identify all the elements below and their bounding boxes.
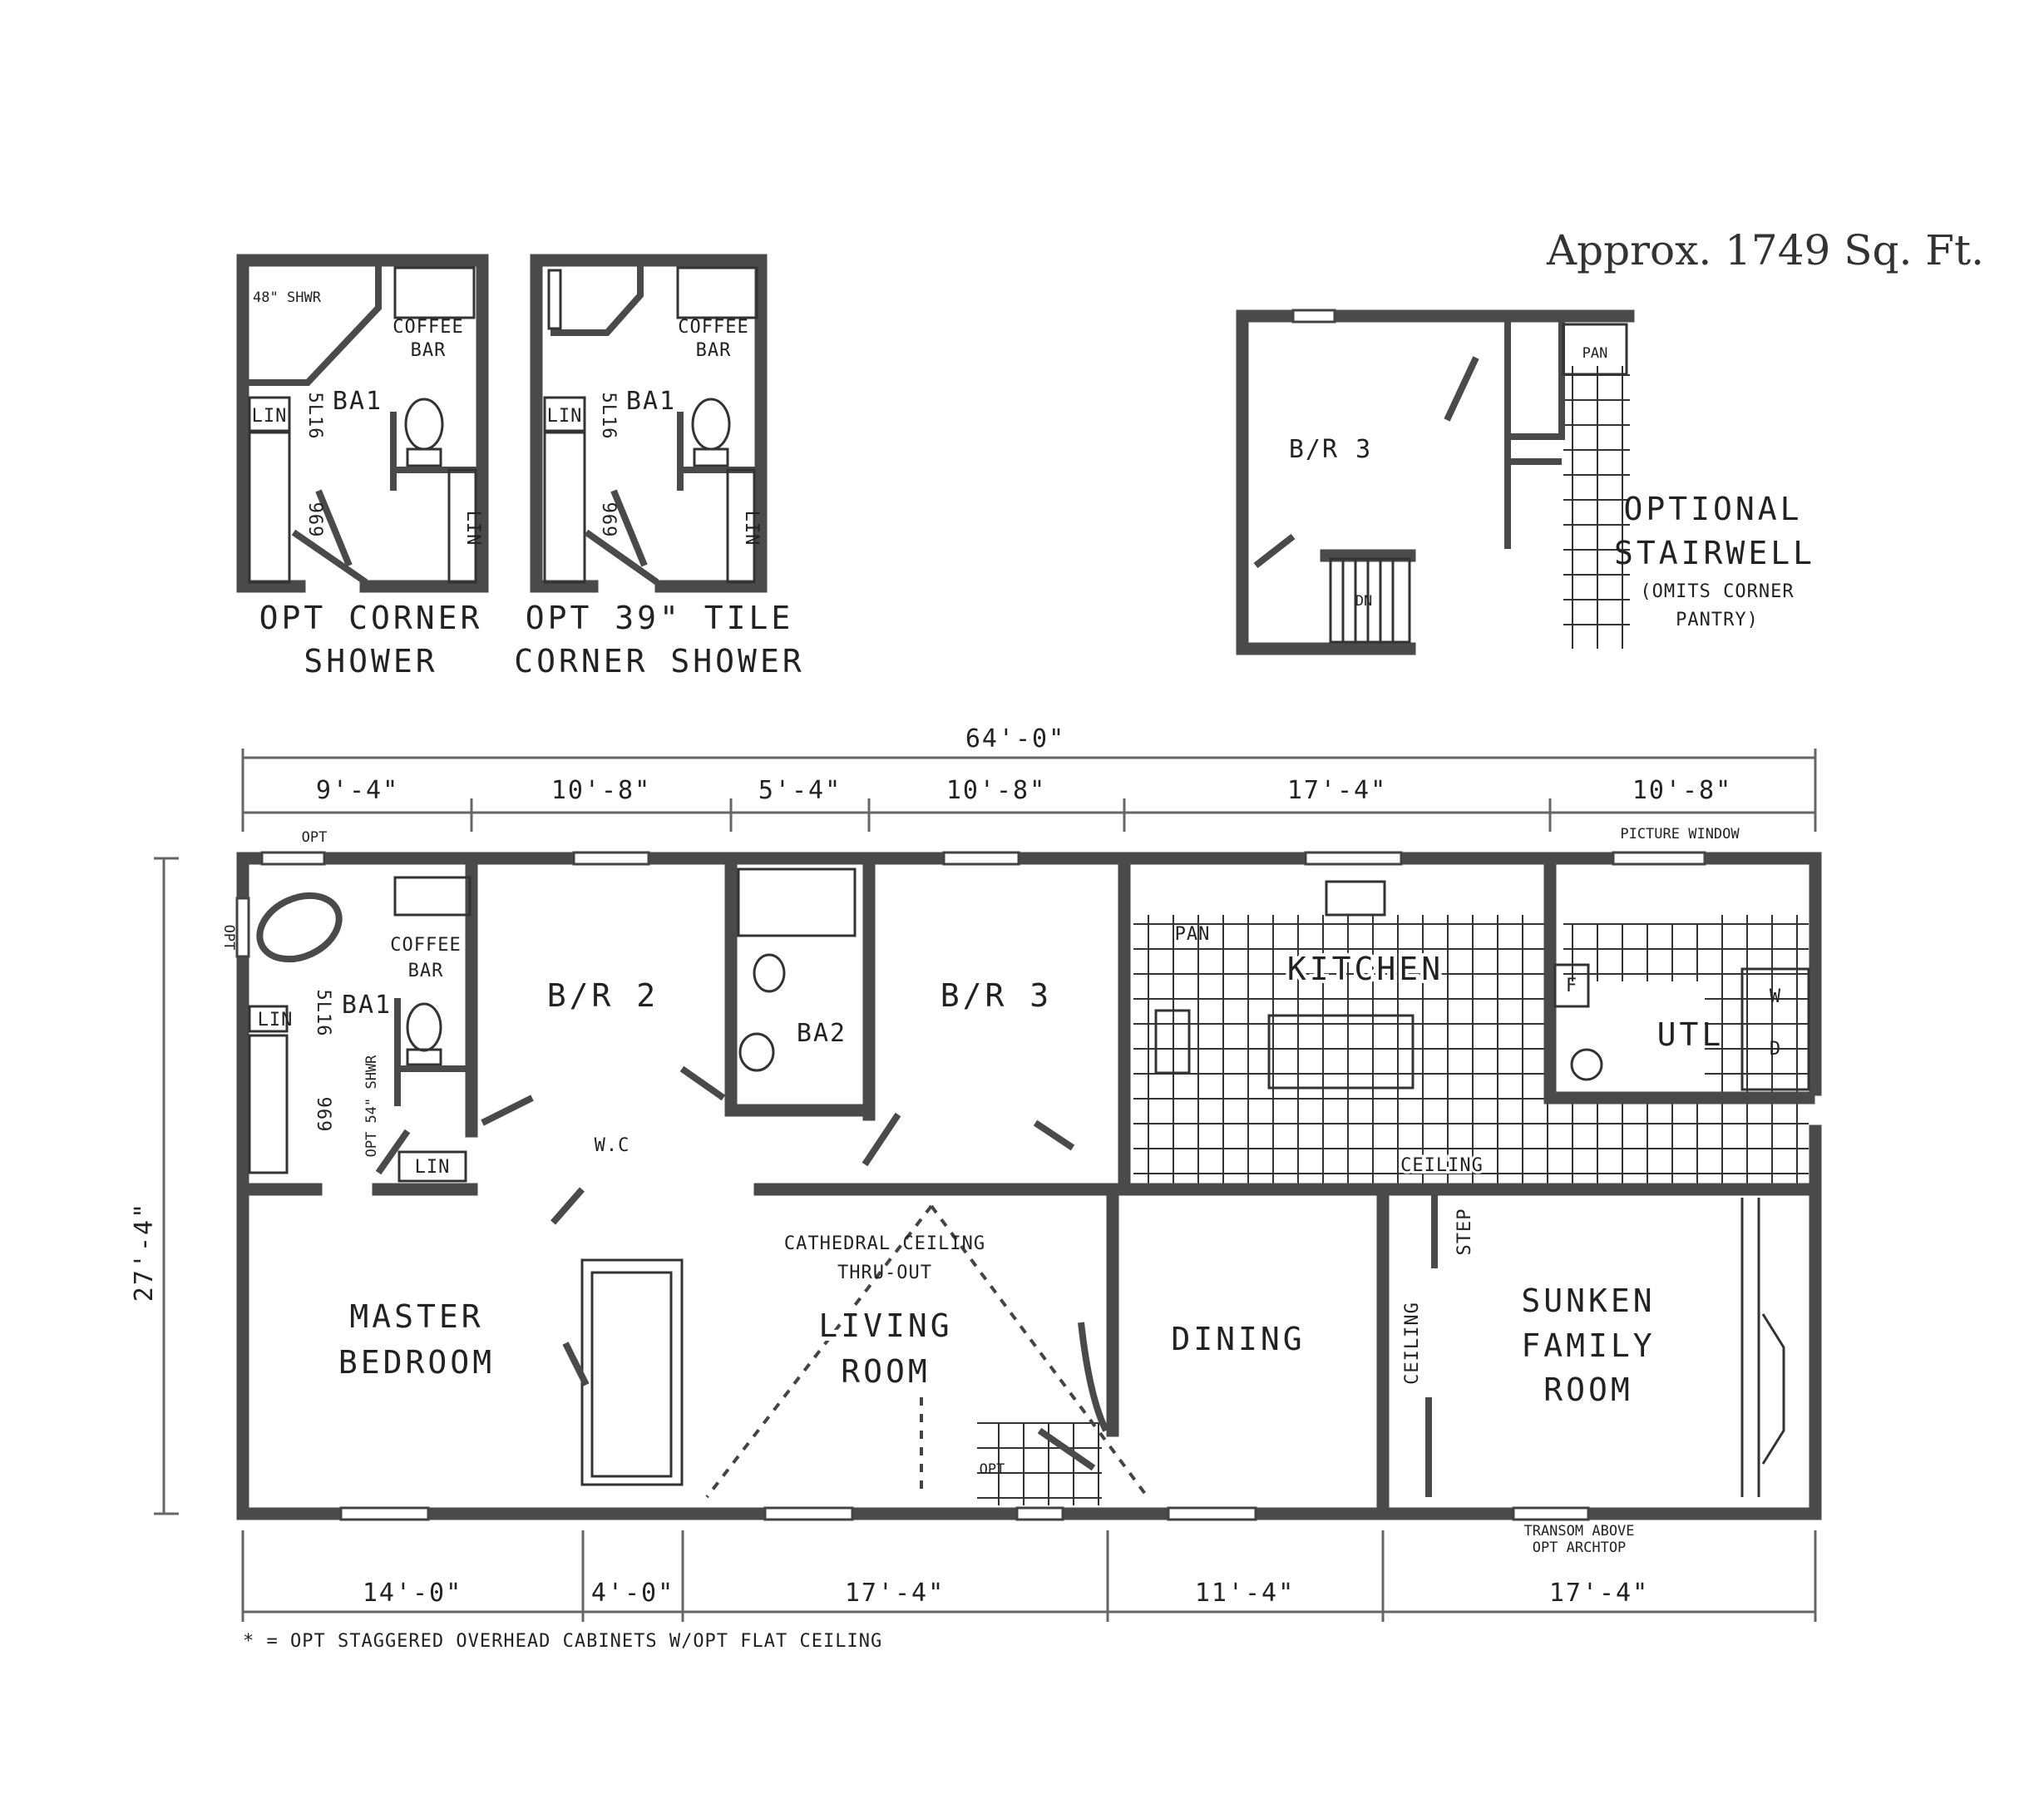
dim-top: 10'-8" — [551, 776, 651, 805]
transom-label: TRANSOM ABOVE — [1523, 1523, 1634, 1540]
dimensions: 64'-0" 9'-4" 10'-8" 5'-4" 10'-8" 17'-4" … — [130, 724, 1817, 1622]
room-label-family: SUNKEN — [1521, 1283, 1655, 1319]
dim-top: 10'-8" — [1632, 776, 1732, 805]
wc-label: W.C — [595, 1135, 630, 1156]
opt-label: OPT — [302, 829, 328, 846]
cathedral-note: CATHEDRAL CEILING — [784, 1233, 985, 1254]
coffee-bar-label: COFFEE — [390, 935, 461, 956]
footnote: * = OPT STAGGERED OVERHEAD CABINETS W/OP… — [243, 1631, 882, 1652]
room-label-ba2: BA2 — [797, 1019, 847, 1048]
inset-bath-opt-tile-corner-shower: COFFEE BAR BA1 LIN LIN 5L16 969 OPT 39" … — [514, 254, 804, 680]
tub-code: 5L16 — [304, 393, 325, 440]
tub-code: 5L16 — [598, 393, 619, 440]
inset-caption: SHOWER — [304, 643, 437, 680]
coffee-bar-label: BAR — [411, 340, 447, 361]
room-label-master: MASTER — [349, 1298, 483, 1335]
linen-label: LIN — [462, 511, 483, 546]
cathedral-note: THRU-OUT — [837, 1263, 932, 1283]
sink-code: 969 — [313, 1097, 333, 1133]
sink-code: 969 — [598, 502, 619, 538]
room-label-master: BEDROOM — [338, 1344, 495, 1381]
dim-bottom: 17'-4" — [845, 1579, 945, 1608]
shower-label: OPT 54" SHWR — [363, 1055, 380, 1158]
stair-note: STAIRWELL — [1614, 535, 1815, 571]
opt-label: OPT — [980, 1461, 1005, 1478]
sink-code: 969 — [304, 502, 325, 538]
shower-label: 48" SHWR — [253, 289, 322, 306]
main-floor-plan: BA1 COFFEE BAR B/R 2 BA2 B/R 3 KITCHEN P… — [220, 826, 1822, 1556]
step-label: STEP — [1454, 1208, 1475, 1256]
room-label-dining: DINING — [1171, 1321, 1305, 1357]
dim-top: 5'-4" — [758, 776, 842, 805]
stair-note: OPTIONAL — [1623, 491, 1802, 527]
overall-depth: 27'-4" — [130, 1202, 159, 1302]
washer-label: W — [1770, 986, 1781, 1007]
approx-area: Approx. 1749 Sq. Ft. — [1546, 226, 1984, 274]
room-label-living: LIVING — [818, 1307, 952, 1344]
inset-caption: CORNER SHOWER — [514, 643, 804, 680]
room-label-kitchen: KITCHEN — [1287, 951, 1444, 987]
dryer-label: D — [1770, 1039, 1781, 1060]
dim-bottom: 17'-4" — [1549, 1579, 1649, 1608]
dim-bottom: 4'-0" — [591, 1579, 674, 1608]
dim-top: 17'-4" — [1287, 776, 1387, 805]
room-label-living: ROOM — [841, 1353, 931, 1390]
dim-bottom: 11'-4" — [1195, 1579, 1295, 1608]
room-label-ba1: BA1 — [342, 991, 392, 1020]
inset-caption: OPT CORNER — [259, 600, 483, 636]
bath-label: BA1 — [626, 387, 676, 416]
stair-direction: DN — [1355, 593, 1372, 610]
bath-label: BA1 — [333, 387, 383, 416]
picture-window-label: PICTURE WINDOW — [1620, 826, 1740, 843]
room-label-br3: B/R 3 — [941, 977, 1052, 1014]
windows — [235, 851, 1706, 1521]
stair-note: PANTRY) — [1676, 610, 1759, 630]
inset-caption: OPT 39" TILE — [526, 600, 794, 636]
overall-width: 64'-0" — [965, 724, 1065, 754]
linen-label: LIN — [547, 406, 583, 427]
inset-optional-stairwell: B/R 3 PAN DN OPTIONAL STAIRWELL (OMITS C… — [1236, 309, 1815, 655]
pantry-label: PAN — [1582, 345, 1608, 362]
coffee-bar-label: BAR — [408, 961, 444, 981]
dim-top: 9'-4" — [316, 776, 399, 805]
freezer-label: F — [1566, 976, 1577, 996]
linen-label: LIN — [741, 511, 762, 546]
coffee-bar-label: COFFEE — [678, 317, 748, 338]
coffee-bar-label: BAR — [696, 340, 732, 361]
room-label-br2: B/R 2 — [547, 977, 659, 1014]
pantry-label: PAN — [1175, 924, 1211, 945]
coffee-bar-label: COFFEE — [393, 317, 463, 338]
linen-label: LIN — [258, 1010, 294, 1030]
opt-label: OPT — [220, 925, 237, 951]
tub-code: 5L16 — [313, 990, 333, 1037]
room-label-utility: UTL — [1657, 1016, 1725, 1053]
room-label-family: ROOM — [1543, 1371, 1633, 1408]
room-label: B/R 3 — [1289, 435, 1372, 464]
ceiling-label: CEILING — [1402, 1302, 1423, 1385]
stair-note: (OMITS CORNER — [1640, 581, 1794, 602]
room-label-family: FAMILY — [1521, 1327, 1655, 1364]
linen-label: LIN — [415, 1157, 451, 1178]
dim-bottom: 14'-0" — [363, 1579, 462, 1608]
linen-label: LIN — [252, 406, 288, 427]
dim-top: 10'-8" — [946, 776, 1046, 805]
ceiling-label: CEILING — [1400, 1155, 1484, 1176]
inset-bath-opt-corner-shower: 48" SHWR COFFEE BAR BA1 LIN LIN 5L16 969… — [236, 254, 489, 680]
transom-label: OPT ARCHTOP — [1533, 1540, 1627, 1556]
